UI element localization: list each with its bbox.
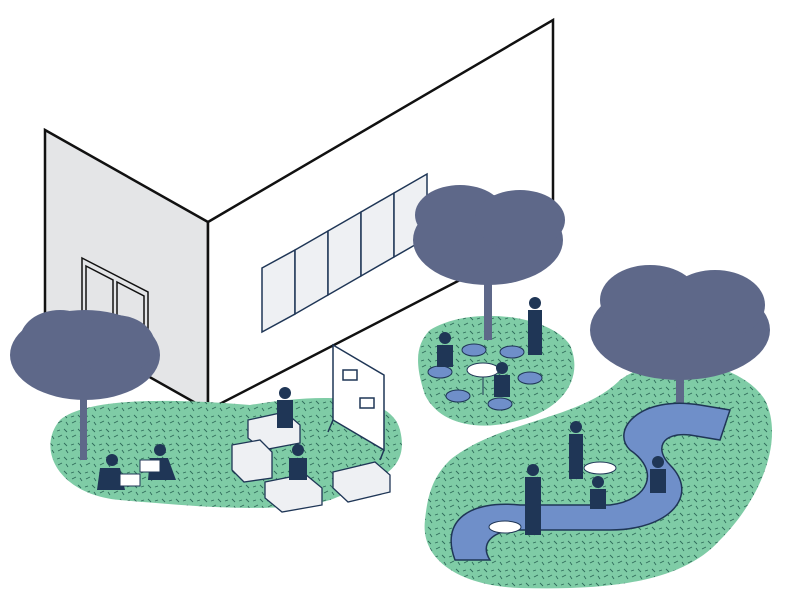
small-table bbox=[583, 461, 617, 475]
small-table bbox=[488, 520, 522, 534]
window-panels bbox=[261, 172, 428, 334]
cube-seats bbox=[231, 411, 391, 513]
person-standing bbox=[569, 421, 583, 479]
person-sitting bbox=[494, 362, 510, 397]
tree-right bbox=[590, 265, 770, 430]
person-standing bbox=[525, 464, 541, 535]
person-standing bbox=[528, 297, 542, 355]
person-sitting bbox=[437, 332, 453, 367]
people bbox=[97, 297, 666, 535]
person-sitting bbox=[650, 456, 666, 493]
tree-middle bbox=[413, 185, 565, 340]
person-sitting bbox=[590, 476, 606, 509]
curved-bench bbox=[450, 402, 731, 561]
stools-and-table bbox=[427, 343, 543, 411]
person-sitting-on-cube bbox=[277, 387, 293, 428]
person-sitting bbox=[289, 444, 307, 480]
whiteboard bbox=[327, 343, 385, 461]
tree-left bbox=[10, 310, 160, 460]
person-crouching bbox=[97, 454, 125, 490]
